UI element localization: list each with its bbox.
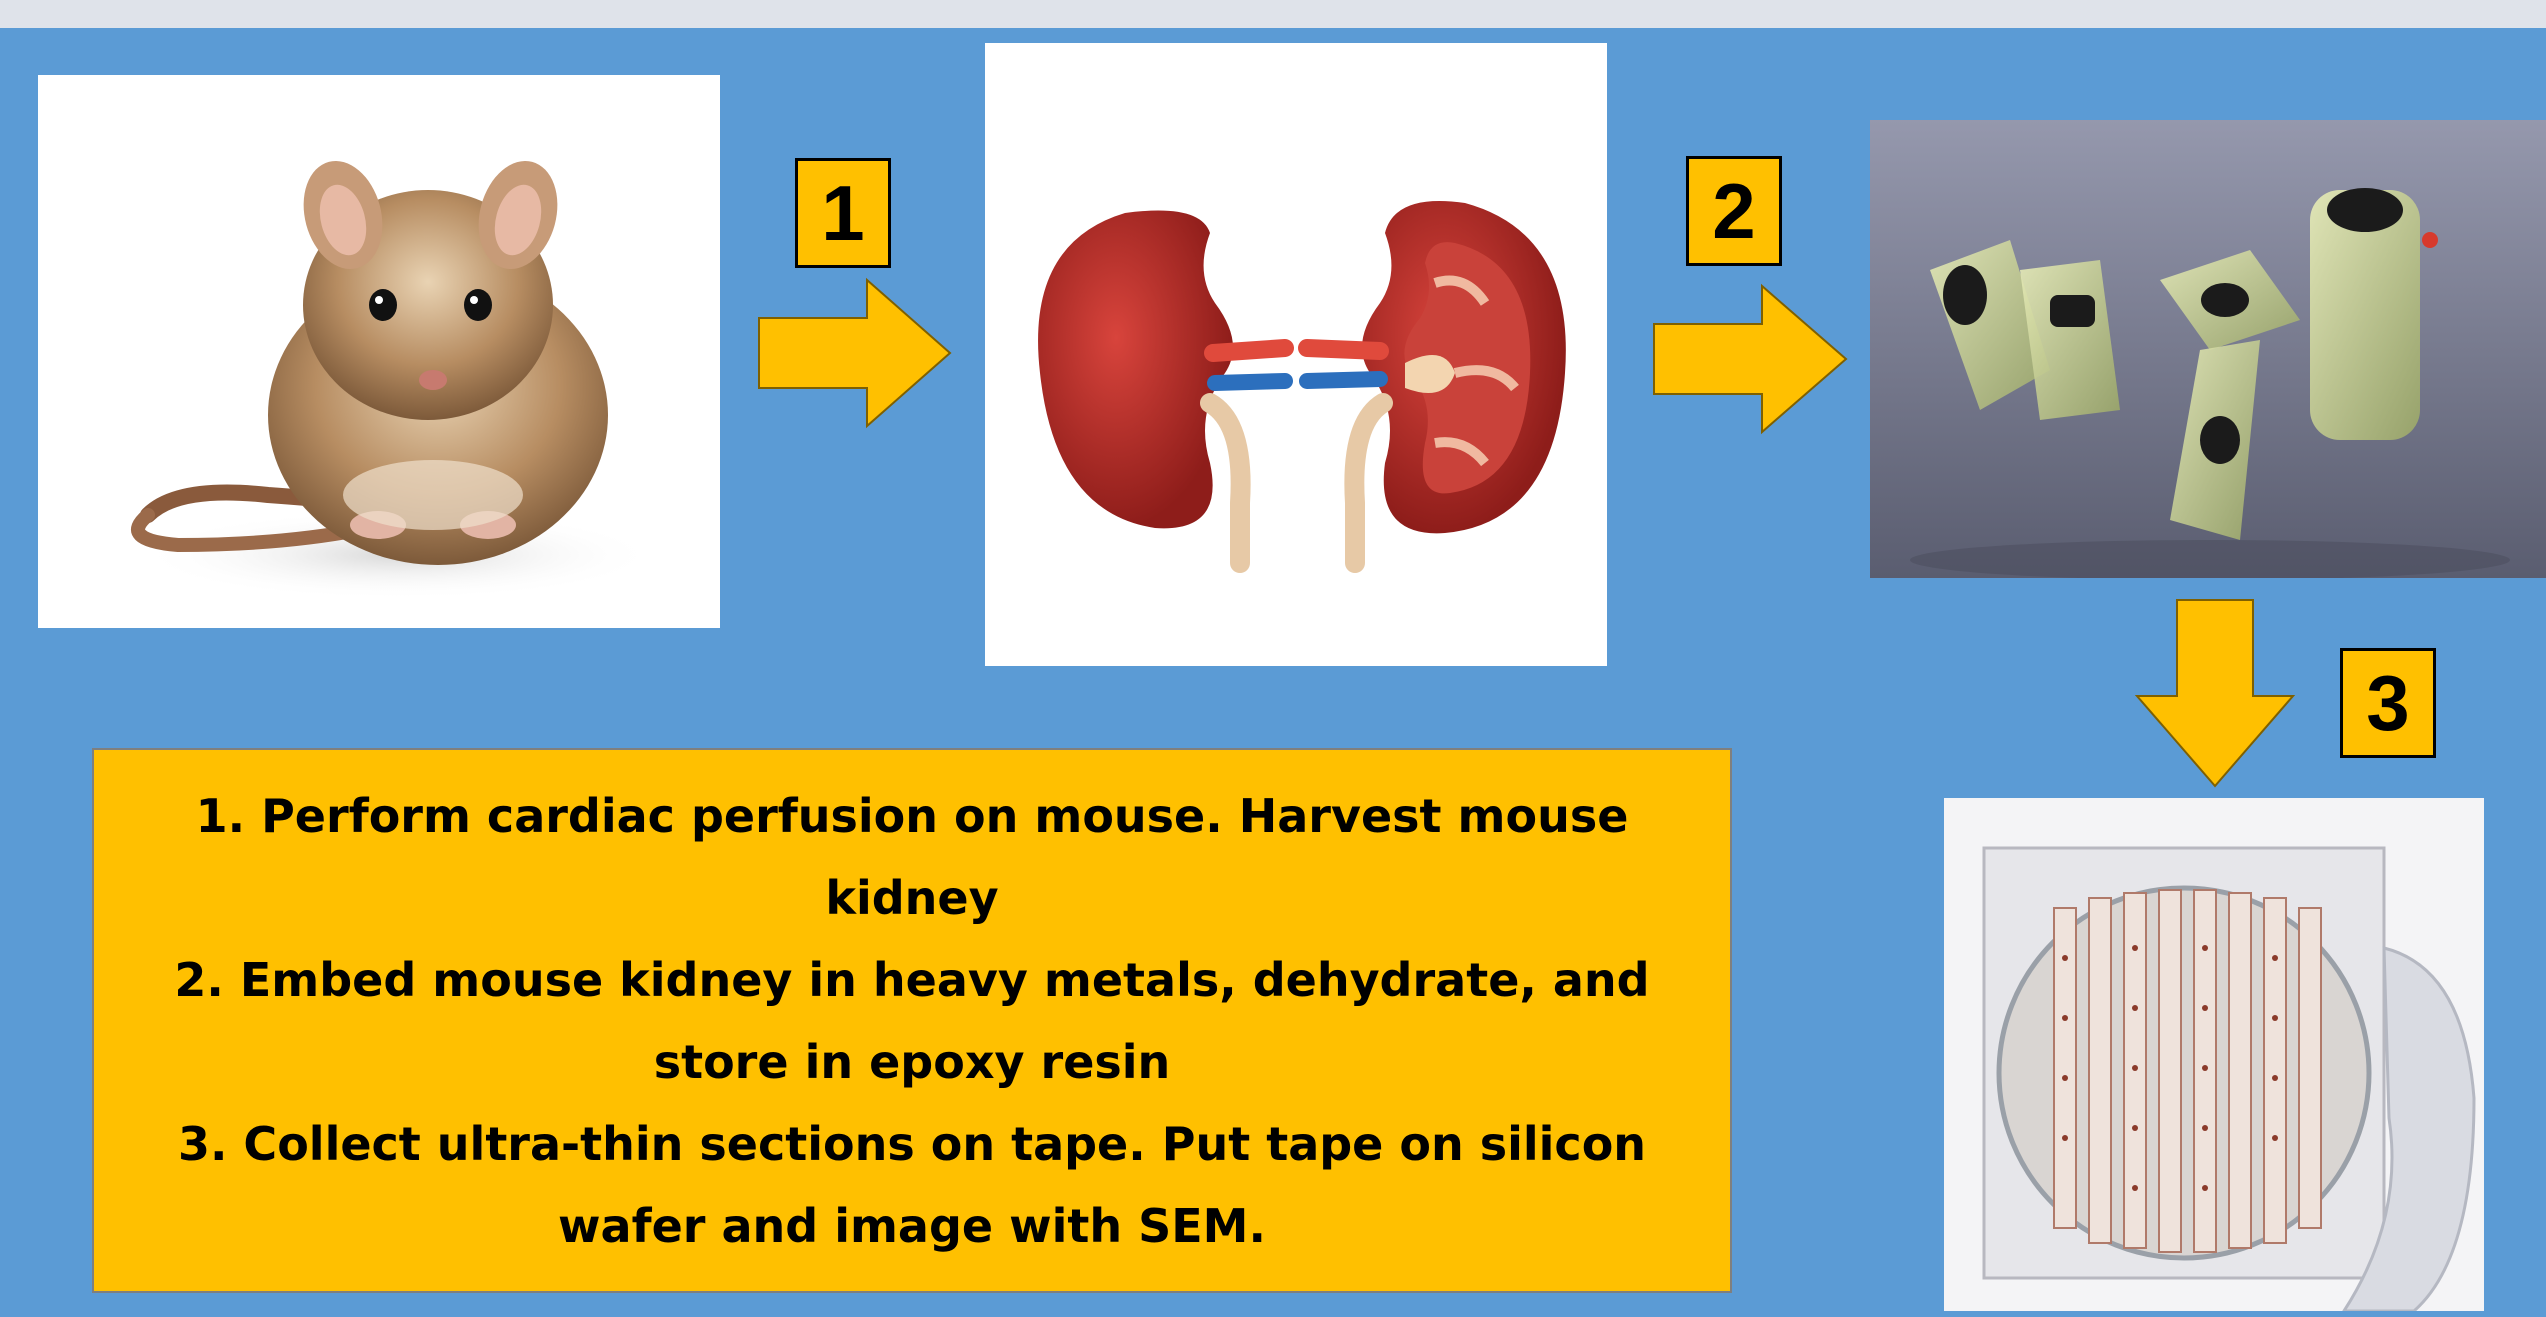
epoxy-resin-blocks-photo	[1870, 120, 2546, 578]
diagram-canvas: 1 2 3 1. Perform cardiac perfusion on mo…	[0, 28, 2546, 1317]
steps-description-box: 1. Perform cardiac perfusion on mouse. H…	[92, 748, 1732, 1293]
step-2-description: 2. Embed mouse kidney in heavy metals, d…	[114, 939, 1710, 1103]
wafer-icon	[1944, 798, 2484, 1311]
arrow-step-2	[1652, 284, 1848, 434]
kidney-icon	[985, 43, 1607, 666]
step-2-label: 2	[1686, 156, 1782, 266]
mouse-photo	[38, 75, 720, 628]
silicon-wafer-photo	[1944, 798, 2484, 1311]
step-1-label: 1	[795, 158, 891, 268]
kidney-illustration	[985, 43, 1607, 666]
resin-blocks-icon	[1870, 120, 2546, 578]
mouse-icon	[38, 75, 720, 628]
step-3-description: 3. Collect ultra-thin sections on tape. …	[114, 1103, 1710, 1267]
step-3-label: 3	[2340, 648, 2436, 758]
arrow-step-1	[757, 278, 952, 428]
step-1-description: 1. Perform cardiac perfusion on mouse. H…	[114, 775, 1710, 939]
arrow-step-3	[2135, 598, 2295, 788]
